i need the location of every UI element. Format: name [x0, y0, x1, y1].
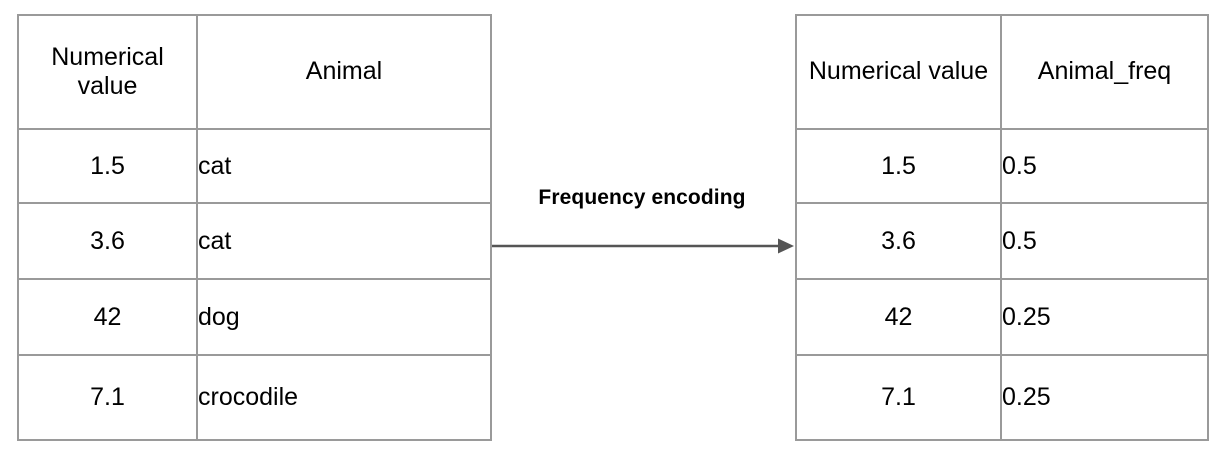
- table-row: 3.6 cat: [17, 202, 492, 280]
- input-header-animal: Animal: [196, 14, 492, 130]
- input-cell-animal-3: crocodile: [196, 354, 492, 441]
- output-cell-freq-1: 0.5: [1000, 202, 1209, 280]
- output-header-numerical-value: Numerical value: [795, 14, 1002, 130]
- output-cell-freq-0: 0.5: [1000, 128, 1209, 204]
- output-table: Numerical value Animal_freq 1.5 0.5 3.6 …: [795, 14, 1209, 441]
- input-header-numerical-value: Numerical value: [17, 14, 198, 130]
- input-cell-animal-1: cat: [196, 202, 492, 280]
- table-row: 7.1 0.25: [795, 354, 1209, 441]
- input-cell-value-0: 1.5: [17, 128, 198, 204]
- table-row: 3.6 0.5: [795, 202, 1209, 280]
- output-cell-value-1: 3.6: [795, 202, 1002, 280]
- table-row: 42 0.25: [795, 278, 1209, 356]
- table-row: 1.5 cat: [17, 128, 492, 204]
- table-row: 7.1 crocodile: [17, 354, 492, 441]
- input-cell-value-3: 7.1: [17, 354, 198, 441]
- output-cell-freq-2: 0.25: [1000, 278, 1209, 356]
- table-row: 42 dog: [17, 278, 492, 356]
- table-header-row: Numerical value Animal_freq: [795, 14, 1209, 130]
- output-cell-value-3: 7.1: [795, 354, 1002, 441]
- input-cell-value-1: 3.6: [17, 202, 198, 280]
- output-cell-freq-3: 0.25: [1000, 354, 1209, 441]
- input-cell-animal-0: cat: [196, 128, 492, 204]
- transform-annotation: Frequency encoding: [486, 186, 798, 266]
- input-cell-animal-2: dog: [196, 278, 492, 356]
- input-cell-value-2: 42: [17, 278, 198, 356]
- table-header-row: Numerical value Animal: [17, 14, 492, 130]
- arrow-right-icon: [492, 238, 794, 254]
- output-cell-value-0: 1.5: [795, 128, 1002, 204]
- output-header-animal-freq: Animal_freq: [1000, 14, 1209, 130]
- input-table: Numerical value Animal 1.5 cat 3.6 cat 4…: [17, 14, 492, 441]
- output-cell-value-2: 42: [795, 278, 1002, 356]
- table-row: 1.5 0.5: [795, 128, 1209, 204]
- transform-label: Frequency encoding: [538, 186, 746, 209]
